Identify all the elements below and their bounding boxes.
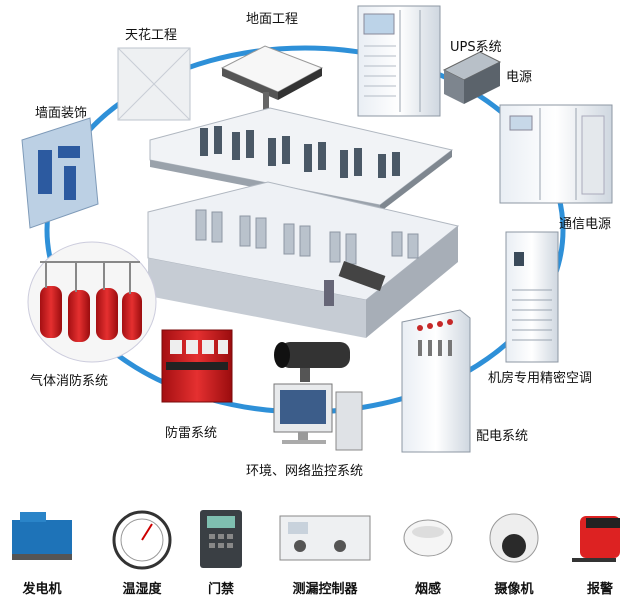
wall-decoration-image: [21, 117, 99, 229]
bottom-label-alarm: 报警: [586, 582, 613, 597]
leak-controller-icon: [279, 515, 371, 561]
camera-icon: [489, 513, 539, 563]
alarm-siren-icon: [572, 516, 620, 562]
generator-icon: [12, 512, 72, 560]
ceiling-panel-image: [117, 47, 191, 121]
bottom-label-access: 门禁: [207, 582, 234, 597]
fire-cylinders-image: [27, 241, 157, 363]
surge-protector-image: [161, 329, 233, 403]
label-ups: UPS系统: [450, 40, 502, 55]
floor-tile-image: [220, 45, 324, 114]
label-monitoring: 环境、网络监控系统: [246, 464, 364, 479]
hygrometer-icon: [112, 510, 172, 570]
bottom-label-camera: 摄像机: [494, 582, 534, 597]
label-ceiling: 天花工程: [125, 28, 178, 43]
precision-aircon-image: [505, 231, 559, 363]
distribution-cabinet-image: [401, 309, 471, 453]
label-power: 电源: [506, 70, 533, 85]
bottom-label-hygrometer: 温湿度: [122, 582, 162, 597]
access-control-icon: [200, 510, 242, 568]
comm-power-cabinet-image: [499, 104, 613, 204]
label-distribution: 配电系统: [476, 429, 529, 444]
label-fire: 气体消防系统: [30, 374, 109, 389]
label-aircon: 机房专用精密空调: [488, 371, 593, 386]
ups-cabinet-image: [357, 5, 441, 117]
monitoring-pc-image: [273, 383, 363, 451]
label-lightning: 防雷系统: [165, 426, 218, 441]
label-comm-power: 通信电源: [559, 217, 612, 232]
bottom-label-smoke: 烟感: [414, 582, 441, 597]
smoke-detector-icon: [403, 519, 453, 557]
datacenter-floors-image: [147, 107, 460, 338]
label-floor: 地面工程: [246, 12, 299, 27]
bottom-label-leak: 测漏控制器: [292, 582, 358, 597]
label-wall: 墙面装饰: [35, 106, 88, 121]
surveillance-camera-image: [274, 342, 350, 382]
bottom-label-generator: 发电机: [22, 582, 62, 597]
power-module-image: [442, 51, 502, 104]
